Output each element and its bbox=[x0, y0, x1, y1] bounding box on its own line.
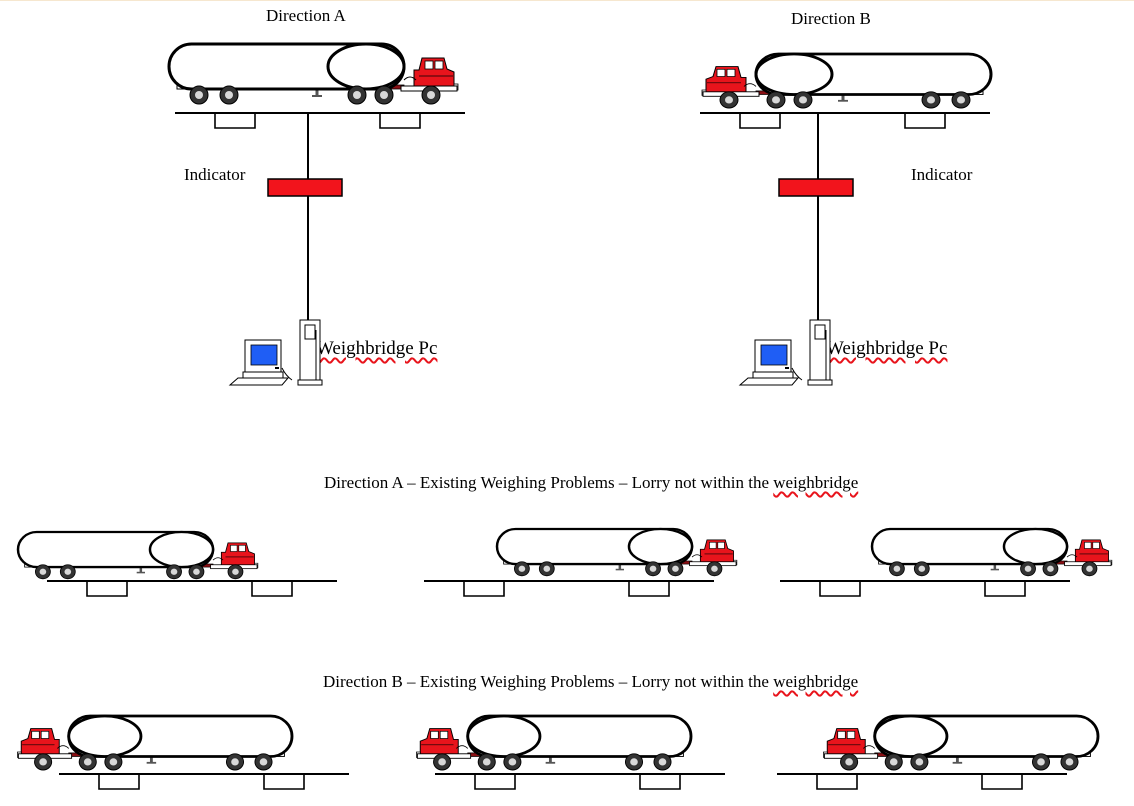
section-b-caption: Direction B – Existing Weighing Problems… bbox=[323, 673, 858, 690]
weighbridge-platform-icon bbox=[699, 112, 991, 129]
weighbridge-platform-icon bbox=[174, 112, 466, 129]
weighbridge-platform-icon bbox=[434, 773, 726, 790]
indicator-label-right: Indicator bbox=[911, 165, 973, 184]
section-a-caption: Direction A – Existing Weighing Problems… bbox=[324, 474, 858, 491]
weighbridge-platform-icon bbox=[58, 773, 350, 790]
pc-label-left-text: Weighbridge Pc bbox=[316, 338, 438, 359]
tanker-truck-icon bbox=[167, 42, 460, 106]
direction-a-label: Direction A bbox=[266, 6, 346, 25]
tanker-truck-icon bbox=[16, 714, 294, 772]
computer-icon bbox=[229, 319, 323, 386]
indicator-display-icon bbox=[267, 178, 343, 197]
tanker-truck-icon bbox=[16, 530, 260, 581]
tanker-truck-icon bbox=[822, 714, 1100, 772]
section-a-caption-text: Direction A – Existing Weighing Problems… bbox=[324, 473, 774, 492]
computer-icon bbox=[739, 319, 833, 386]
tanker-truck-icon bbox=[495, 527, 739, 578]
section-a-caption-flagged-word: weighbridge bbox=[773, 473, 859, 492]
indicator-label-left: Indicator bbox=[184, 165, 246, 184]
pc-label-right-text: Weighbridge Pc bbox=[826, 338, 948, 359]
weighbridge-platform-icon bbox=[776, 773, 1068, 790]
pc-label-left: Weighbridge Pc bbox=[316, 339, 437, 358]
weighbridge-platform-icon bbox=[46, 580, 338, 597]
indicator-display-icon bbox=[778, 178, 854, 197]
pc-label-right: Weighbridge Pc bbox=[826, 339, 947, 358]
weighbridge-platform-icon bbox=[423, 580, 715, 597]
tanker-truck-icon bbox=[870, 527, 1114, 578]
section-b-caption-flagged-word: weighbridge bbox=[773, 672, 859, 691]
weighbridge-platform-icon bbox=[779, 580, 1071, 597]
tanker-truck-icon bbox=[700, 52, 993, 110]
top-border bbox=[0, 0, 1134, 1]
tanker-truck-icon bbox=[415, 714, 693, 772]
section-b-caption-text: Direction B – Existing Weighing Problems… bbox=[323, 672, 774, 691]
direction-b-label: Direction B bbox=[791, 9, 871, 28]
